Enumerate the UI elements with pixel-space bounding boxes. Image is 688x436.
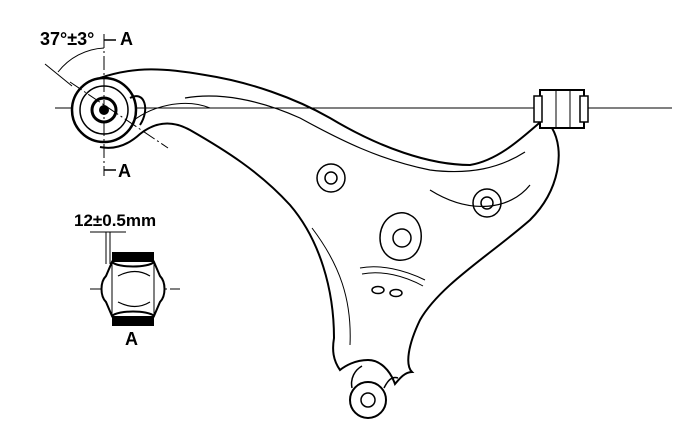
gusset-line (127, 102, 211, 126)
ball-joint-eye (349, 365, 399, 419)
section-line-diagonal (69, 81, 169, 149)
rear-bushing (533, 89, 589, 129)
angle-arc (57, 47, 105, 73)
stamping-line-1 (359, 266, 426, 281)
bushing-section-detail (90, 231, 180, 326)
arm-hole-center (379, 212, 422, 261)
arm-hole-right (472, 188, 502, 218)
section-label-top: A (120, 29, 133, 49)
arm-hole-left (316, 163, 346, 193)
upper-rib-line (184, 95, 526, 173)
slot-left (371, 285, 385, 295)
inner-rib-line (429, 184, 531, 208)
bushing-spec-label: 12±0.5mm (74, 211, 157, 230)
angle-leader (44, 63, 73, 87)
slot-right (389, 288, 403, 298)
lower-rib-line (311, 227, 351, 346)
control-arm-outline (99, 68, 560, 386)
front-bushing (70, 76, 147, 144)
section-label-bottom: A (125, 329, 138, 349)
angle-spec-label: 37°±3° (40, 29, 95, 49)
section-label-mid: A (118, 161, 131, 181)
stamping-line-2 (361, 272, 424, 287)
